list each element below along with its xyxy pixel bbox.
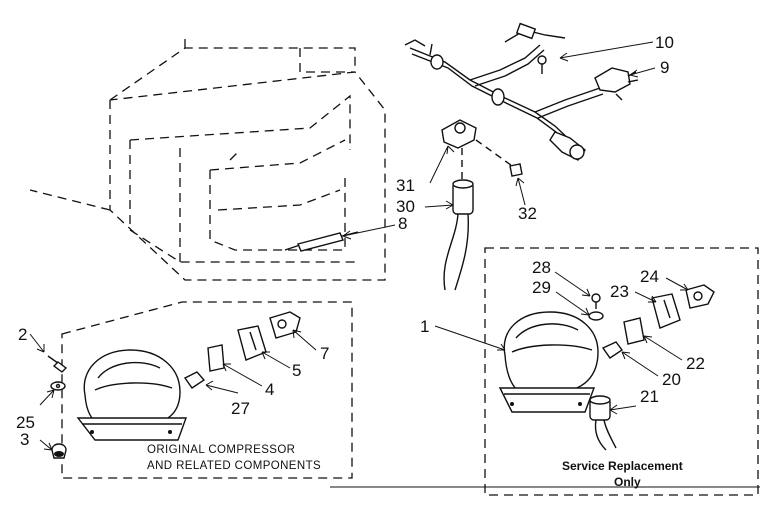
callout-30: 30 [396, 197, 415, 216]
callout-20: 20 [662, 370, 681, 389]
callout-27: 27 [231, 399, 250, 418]
callout-1: 1 [420, 317, 429, 336]
mounting-parts-2-25-3 [47, 355, 68, 459]
capacitor-part-30 [443, 179, 474, 291]
service-caption-line1: Service Replacement [562, 459, 683, 473]
callout-7: 7 [320, 344, 329, 363]
callout-3: 3 [20, 430, 29, 449]
service-caption-line2: Only [614, 475, 641, 489]
original-caption-line1: ORIGINAL COMPRESSOR [147, 444, 295, 456]
callout-2: 2 [18, 325, 27, 344]
callout-28: 28 [532, 258, 551, 277]
callout-32: 32 [518, 204, 537, 223]
callout-23: 23 [610, 282, 629, 301]
original-caption-line2: AND RELATED COMPONENTS [147, 460, 321, 472]
service-group-frame [484, 247, 759, 496]
leader-lines [29, 41, 760, 488]
callout-31: 31 [396, 176, 415, 195]
wiring-harness [404, 22, 604, 161]
cabinet-outline [29, 34, 386, 281]
service-group-caption: Service Replacement Only [562, 459, 683, 489]
callout-29: 29 [532, 278, 551, 297]
original-compressor-drawing [76, 311, 301, 441]
callout-9: 9 [660, 58, 669, 77]
callout-10: 10 [655, 33, 674, 52]
service-compressor-drawing [498, 284, 715, 451]
callout-24: 24 [640, 267, 659, 286]
bracket-part-31 [441, 119, 477, 149]
callout-21: 21 [640, 387, 659, 406]
callout-4: 4 [265, 380, 274, 399]
original-group-caption: ORIGINAL COMPRESSOR AND RELATED COMPONEN… [147, 444, 321, 472]
callout-25: 25 [16, 413, 35, 432]
callout-5: 5 [292, 361, 301, 380]
leader-bracket-screw [475, 139, 516, 169]
callout-8: 8 [398, 214, 407, 233]
callout-22: 22 [686, 354, 705, 373]
screw-part-32 [509, 163, 523, 177]
callout-labels: 10 9 31 30 32 8 2 25 3 27 4 5 7 1 28 29 … [16, 33, 705, 449]
screw-part-10 [537, 55, 547, 74]
power-connector-part-9 [594, 67, 639, 101]
